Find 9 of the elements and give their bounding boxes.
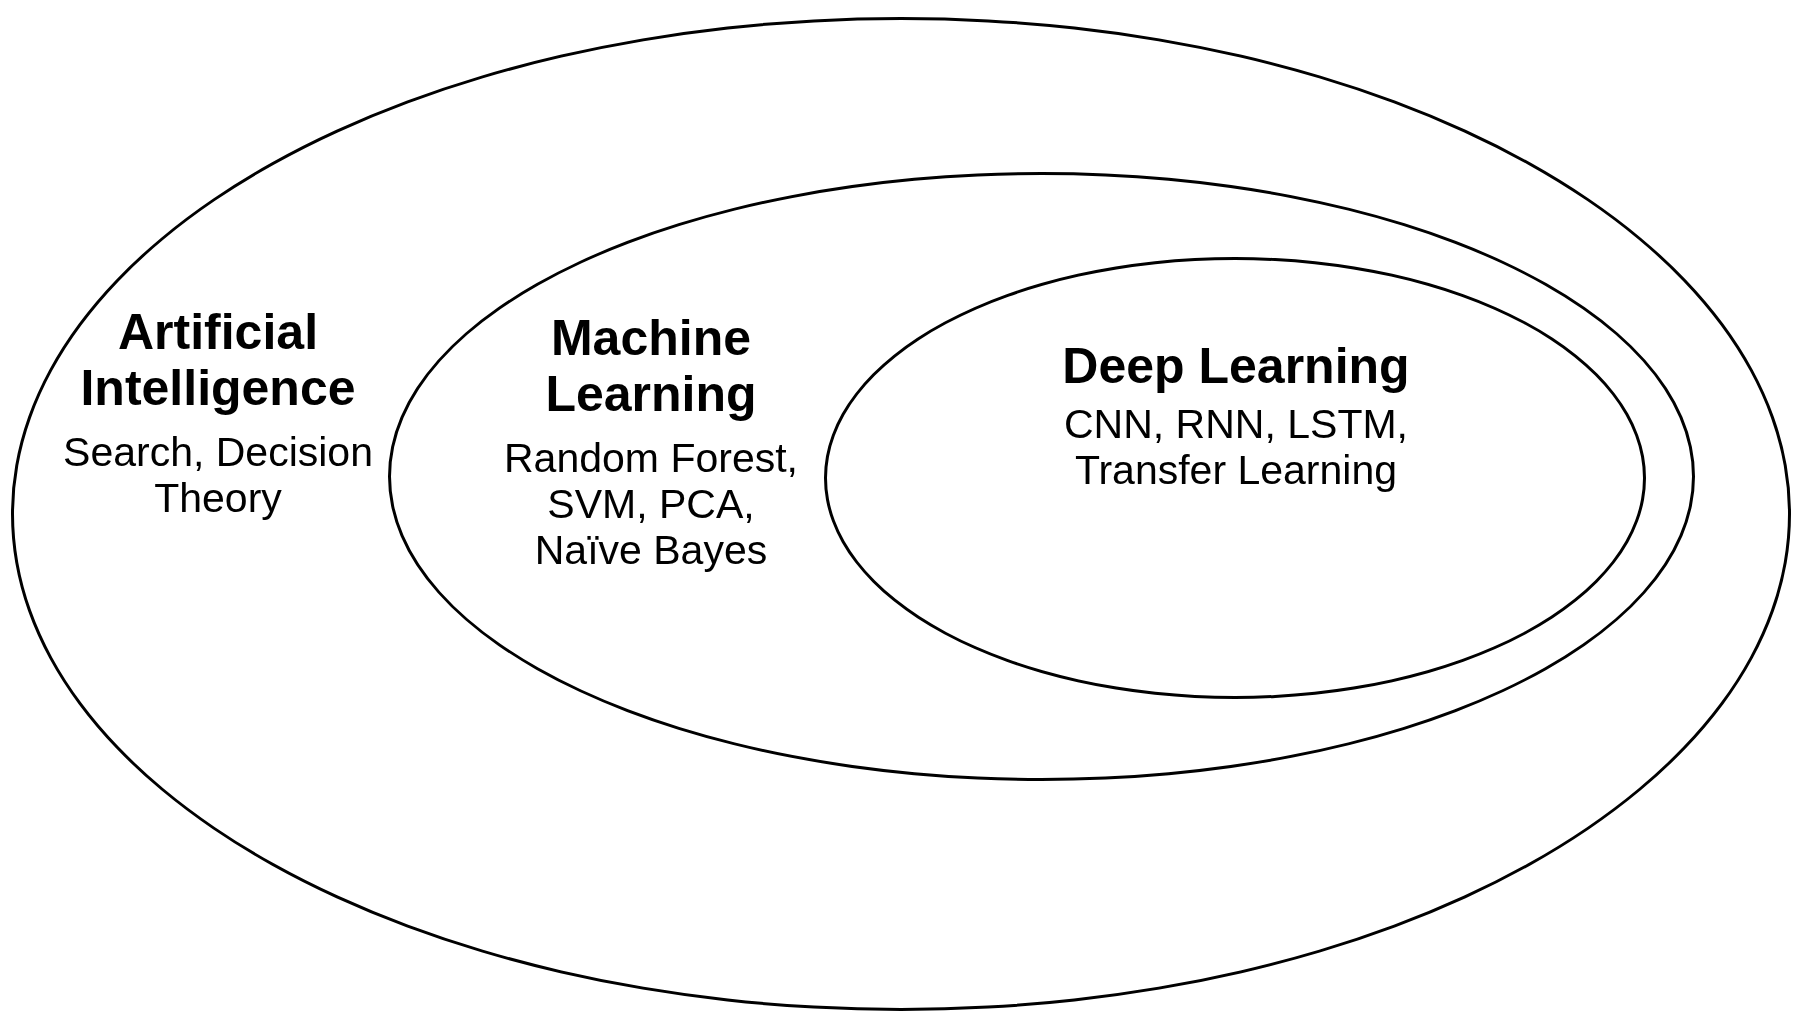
- description-text: CNN, RNN, LSTM, Transfer Learning: [1063, 402, 1409, 494]
- ellipse-region: [824, 257, 1646, 699]
- description-text: Search, Decision Theory: [63, 430, 373, 522]
- heading: Artificial Intelligence: [79, 304, 357, 416]
- description-text: Random Forest, SVM, PCA, Naïve Bayes: [503, 436, 799, 574]
- ellipse-region: [11, 17, 1791, 1011]
- heading: Machine Learning: [544, 310, 758, 422]
- heading: Deep Learning: [1061, 338, 1411, 394]
- ellipse-region: [388, 172, 1695, 781]
